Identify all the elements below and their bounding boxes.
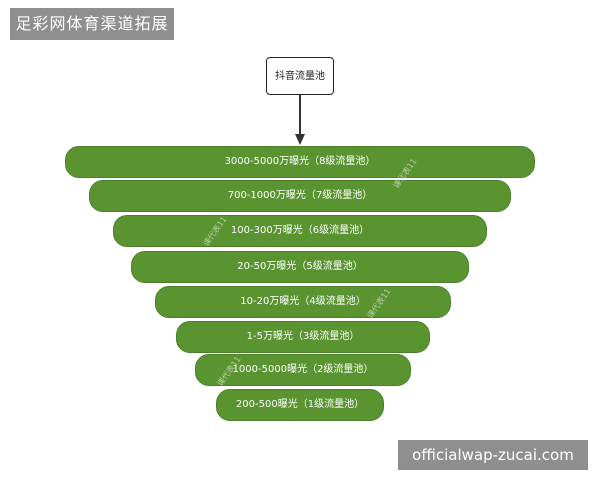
tier-level-4: 10-20万曝光（4级流量池）: [155, 286, 451, 318]
page-title-banner: 足彩网体育渠道拓展: [10, 8, 174, 40]
tier-level-1: 200-500曝光（1级流量池）: [216, 389, 384, 421]
arrow-down-icon: [294, 134, 305, 145]
tier-level-5: 20-50万曝光（5级流量池）: [131, 251, 469, 283]
tier-level-3: 1-5万曝光（3级流量池）: [176, 321, 430, 353]
tier-level-8: 3000-5000万曝光（8级流量池）: [65, 146, 535, 178]
tier-level-7: 700-1000万曝光（7级流量池）: [89, 180, 511, 212]
tier-level-6: 100-300万曝光（6级流量池）: [113, 215, 487, 247]
tier-level-2: 1000-5000曝光（2级流量池）: [195, 354, 411, 386]
site-url-banner: officialwap-zucai.com: [398, 440, 588, 470]
douyin-traffic-pool-node: 抖音流量池: [266, 57, 334, 95]
flow-arrow-line: [299, 95, 301, 135]
